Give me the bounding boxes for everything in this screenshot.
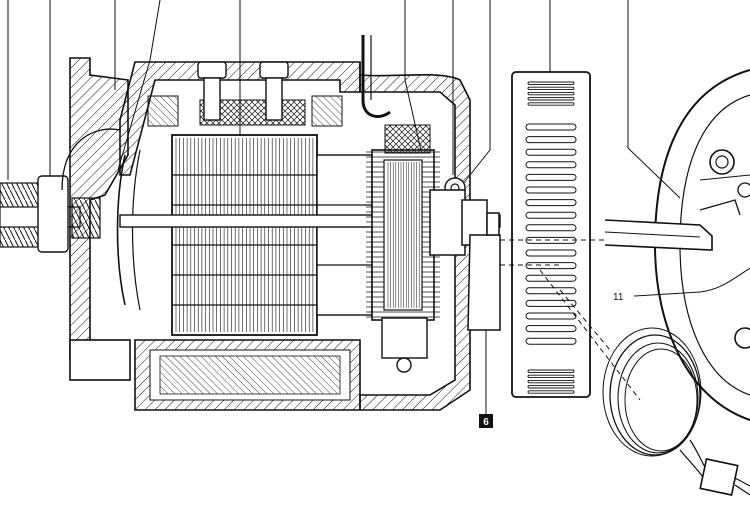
fan-slot: [527, 81, 575, 85]
fan-slot: [527, 369, 575, 373]
fan-vent: [525, 299, 577, 307]
commutator-core: [383, 159, 423, 311]
fan-vent: [525, 211, 577, 219]
fan-slot: [527, 91, 575, 96]
fan-vent: [525, 274, 577, 282]
end-bell: [359, 35, 471, 411]
cooling-fan: [511, 71, 591, 398]
fan-vent: [525, 249, 577, 257]
fan-vent: [525, 287, 577, 295]
fan-slot: [527, 102, 575, 106]
fan-vent: [525, 186, 577, 194]
commutator: [366, 149, 440, 321]
fan-vent: [525, 148, 577, 156]
fan-slot: [527, 97, 575, 101]
fan-vent: [525, 262, 577, 270]
fan-slot: [527, 385, 575, 389]
callout-6-badge: [479, 414, 493, 428]
fan-slot: [527, 374, 575, 379]
callout-6-group: 6: [479, 330, 493, 428]
fan-vent: [525, 161, 577, 169]
fan-vent: [525, 312, 577, 320]
housing-bolts: [197, 61, 289, 121]
end-cover-disc: [604, 69, 750, 421]
fan-vent: [525, 337, 577, 345]
connector-dashes: [500, 239, 641, 401]
fan-vent: [525, 224, 577, 232]
callout-11-group: 11: [613, 267, 750, 303]
fan-vent: [525, 123, 577, 131]
stator-core: [171, 134, 318, 336]
callout-11-label: 11: [613, 292, 624, 303]
front-flange: [61, 57, 131, 381]
fan-slot: [527, 390, 575, 394]
fan-slot: [527, 379, 575, 384]
callout-6-label: 6: [483, 417, 489, 428]
fan-vent: [525, 325, 577, 333]
sensor-cable: [602, 327, 750, 496]
fan-vent: [525, 199, 577, 207]
rear-bearing: [429, 189, 501, 331]
fan-slot: [527, 86, 575, 91]
fan-vent: [525, 136, 577, 144]
fan-vent: [525, 236, 577, 244]
fan-vent: [525, 173, 577, 181]
